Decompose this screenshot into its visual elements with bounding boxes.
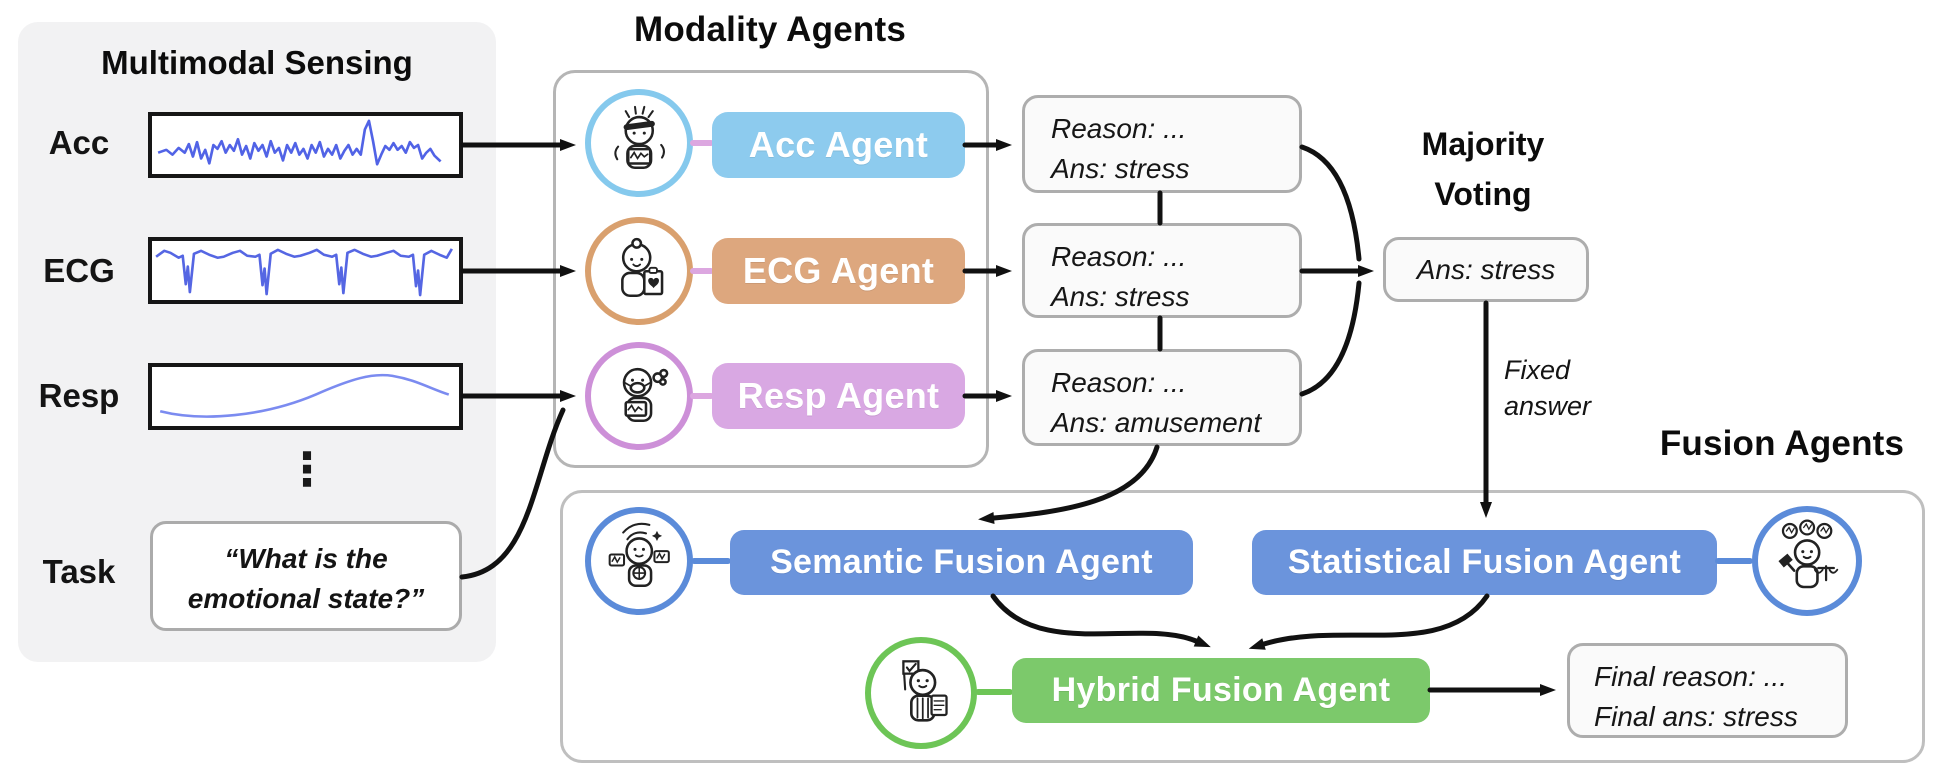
resp-signal-plot [148, 363, 463, 430]
resp-agent-connector [690, 393, 714, 399]
statistical-fusion-avatar [1752, 506, 1862, 616]
semantic-fusion-avatar-icon [608, 522, 670, 587]
task-label: Task [42, 553, 116, 590]
semantic-fusion-avatar [585, 507, 693, 615]
fixed-answer-note: Fixed answer [1504, 352, 1591, 425]
ecg-agent-avatar-icon [620, 237, 664, 297]
majority-voting-title: Majority Voting [1383, 120, 1583, 219]
arrow-output3-to-vote [1299, 280, 1362, 397]
acc-signal-plot [148, 112, 463, 178]
majority-voting-title-line2: Voting [1434, 175, 1532, 212]
multimodal-sensing-title: Multimodal Sensing [101, 44, 413, 81]
semantic-fusion-label: Semantic Fusion Agent [770, 543, 1153, 581]
ecg-signal-plot [148, 237, 463, 304]
ecg-agent-connector [690, 268, 714, 274]
final-reason: Final reason: ... [1594, 661, 1787, 692]
fusion-agents-title: Fusion Agents [1659, 424, 1905, 463]
acc-agent-pill: Acc Agent [712, 112, 965, 178]
majority-answer-box: Ans: stress [1383, 237, 1589, 302]
statistical-fusion-label: Statistical Fusion Agent [1287, 543, 1682, 581]
hybrid-fusion-label: Hybrid Fusion Agent [1051, 671, 1391, 709]
resp-output-reason: Reason: ... [1051, 367, 1187, 398]
acc-output-answer: Ans: stress [1051, 152, 1190, 184]
task-text-line2: emotional state?” [187, 582, 425, 614]
final-output-box: Final reason: ... Final ans: stress [1567, 643, 1848, 738]
acc-output-box: Reason: ... Ans: stress [1022, 95, 1302, 193]
statistical-fusion-connector [1715, 558, 1753, 564]
resp-agent-pill: Resp Agent [712, 363, 965, 429]
hybrid-fusion-avatar-icon [902, 660, 948, 722]
ecg-agent-label: ECG Agent [742, 250, 935, 291]
acc-output-reason: Reason: ... [1051, 113, 1187, 144]
resp-output-box: Reason: ... Ans: amusement [1022, 349, 1302, 446]
semantic-fusion-pill: Semantic Fusion Agent [730, 530, 1193, 595]
fixed-answer-note-line1: Fixed [1504, 355, 1571, 385]
acc-agent-avatar [585, 89, 693, 197]
hybrid-fusion-avatar [865, 637, 977, 749]
acc-waveform-icon [157, 119, 442, 166]
final-answer: Final ans: stress [1594, 700, 1798, 732]
acc-agent-connector [690, 140, 714, 146]
ecg-output-reason: Reason: ... [1051, 241, 1187, 272]
arrow-output1-to-vote [1299, 144, 1362, 262]
ecg-output-box: Reason: ... Ans: stress [1022, 223, 1302, 318]
fixed-answer-note-line2: answer [1504, 391, 1592, 422]
acc-label: Acc [48, 124, 110, 161]
majority-voting-title-line1: Majority [1421, 126, 1545, 162]
acc-agent-label: Acc Agent [748, 124, 929, 165]
task-box: “What is the emotional state?” [150, 521, 462, 631]
modality-agents-title: Modality Agents [634, 10, 906, 49]
statistical-fusion-pill: Statistical Fusion Agent [1252, 530, 1717, 595]
resp-output-answer: Ans: amusement [1051, 406, 1262, 438]
ellipsis: ⋮ [284, 443, 330, 495]
resp-agent-label: Resp Agent [737, 375, 940, 416]
ecg-label: ECG [43, 252, 115, 289]
hybrid-fusion-connector [975, 689, 1013, 695]
majority-answer: Ans: stress [1416, 253, 1556, 285]
resp-label: Resp [38, 377, 120, 414]
ecg-output-answer: Ans: stress [1051, 280, 1190, 312]
statistical-fusion-avatar-icon [1778, 519, 1839, 589]
acc-agent-avatar-icon [614, 105, 665, 169]
task-text-line1: “What is the [224, 543, 388, 574]
resp-agent-avatar [585, 342, 693, 450]
resp-agent-avatar-icon [622, 367, 669, 422]
ecg-agent-avatar [585, 217, 693, 325]
semantic-fusion-connector [691, 558, 731, 564]
ecg-waveform-icon [155, 248, 453, 297]
hybrid-fusion-pill: Hybrid Fusion Agent [1012, 658, 1430, 723]
ecg-agent-pill: ECG Agent [712, 238, 965, 304]
resp-waveform-icon [159, 373, 450, 418]
